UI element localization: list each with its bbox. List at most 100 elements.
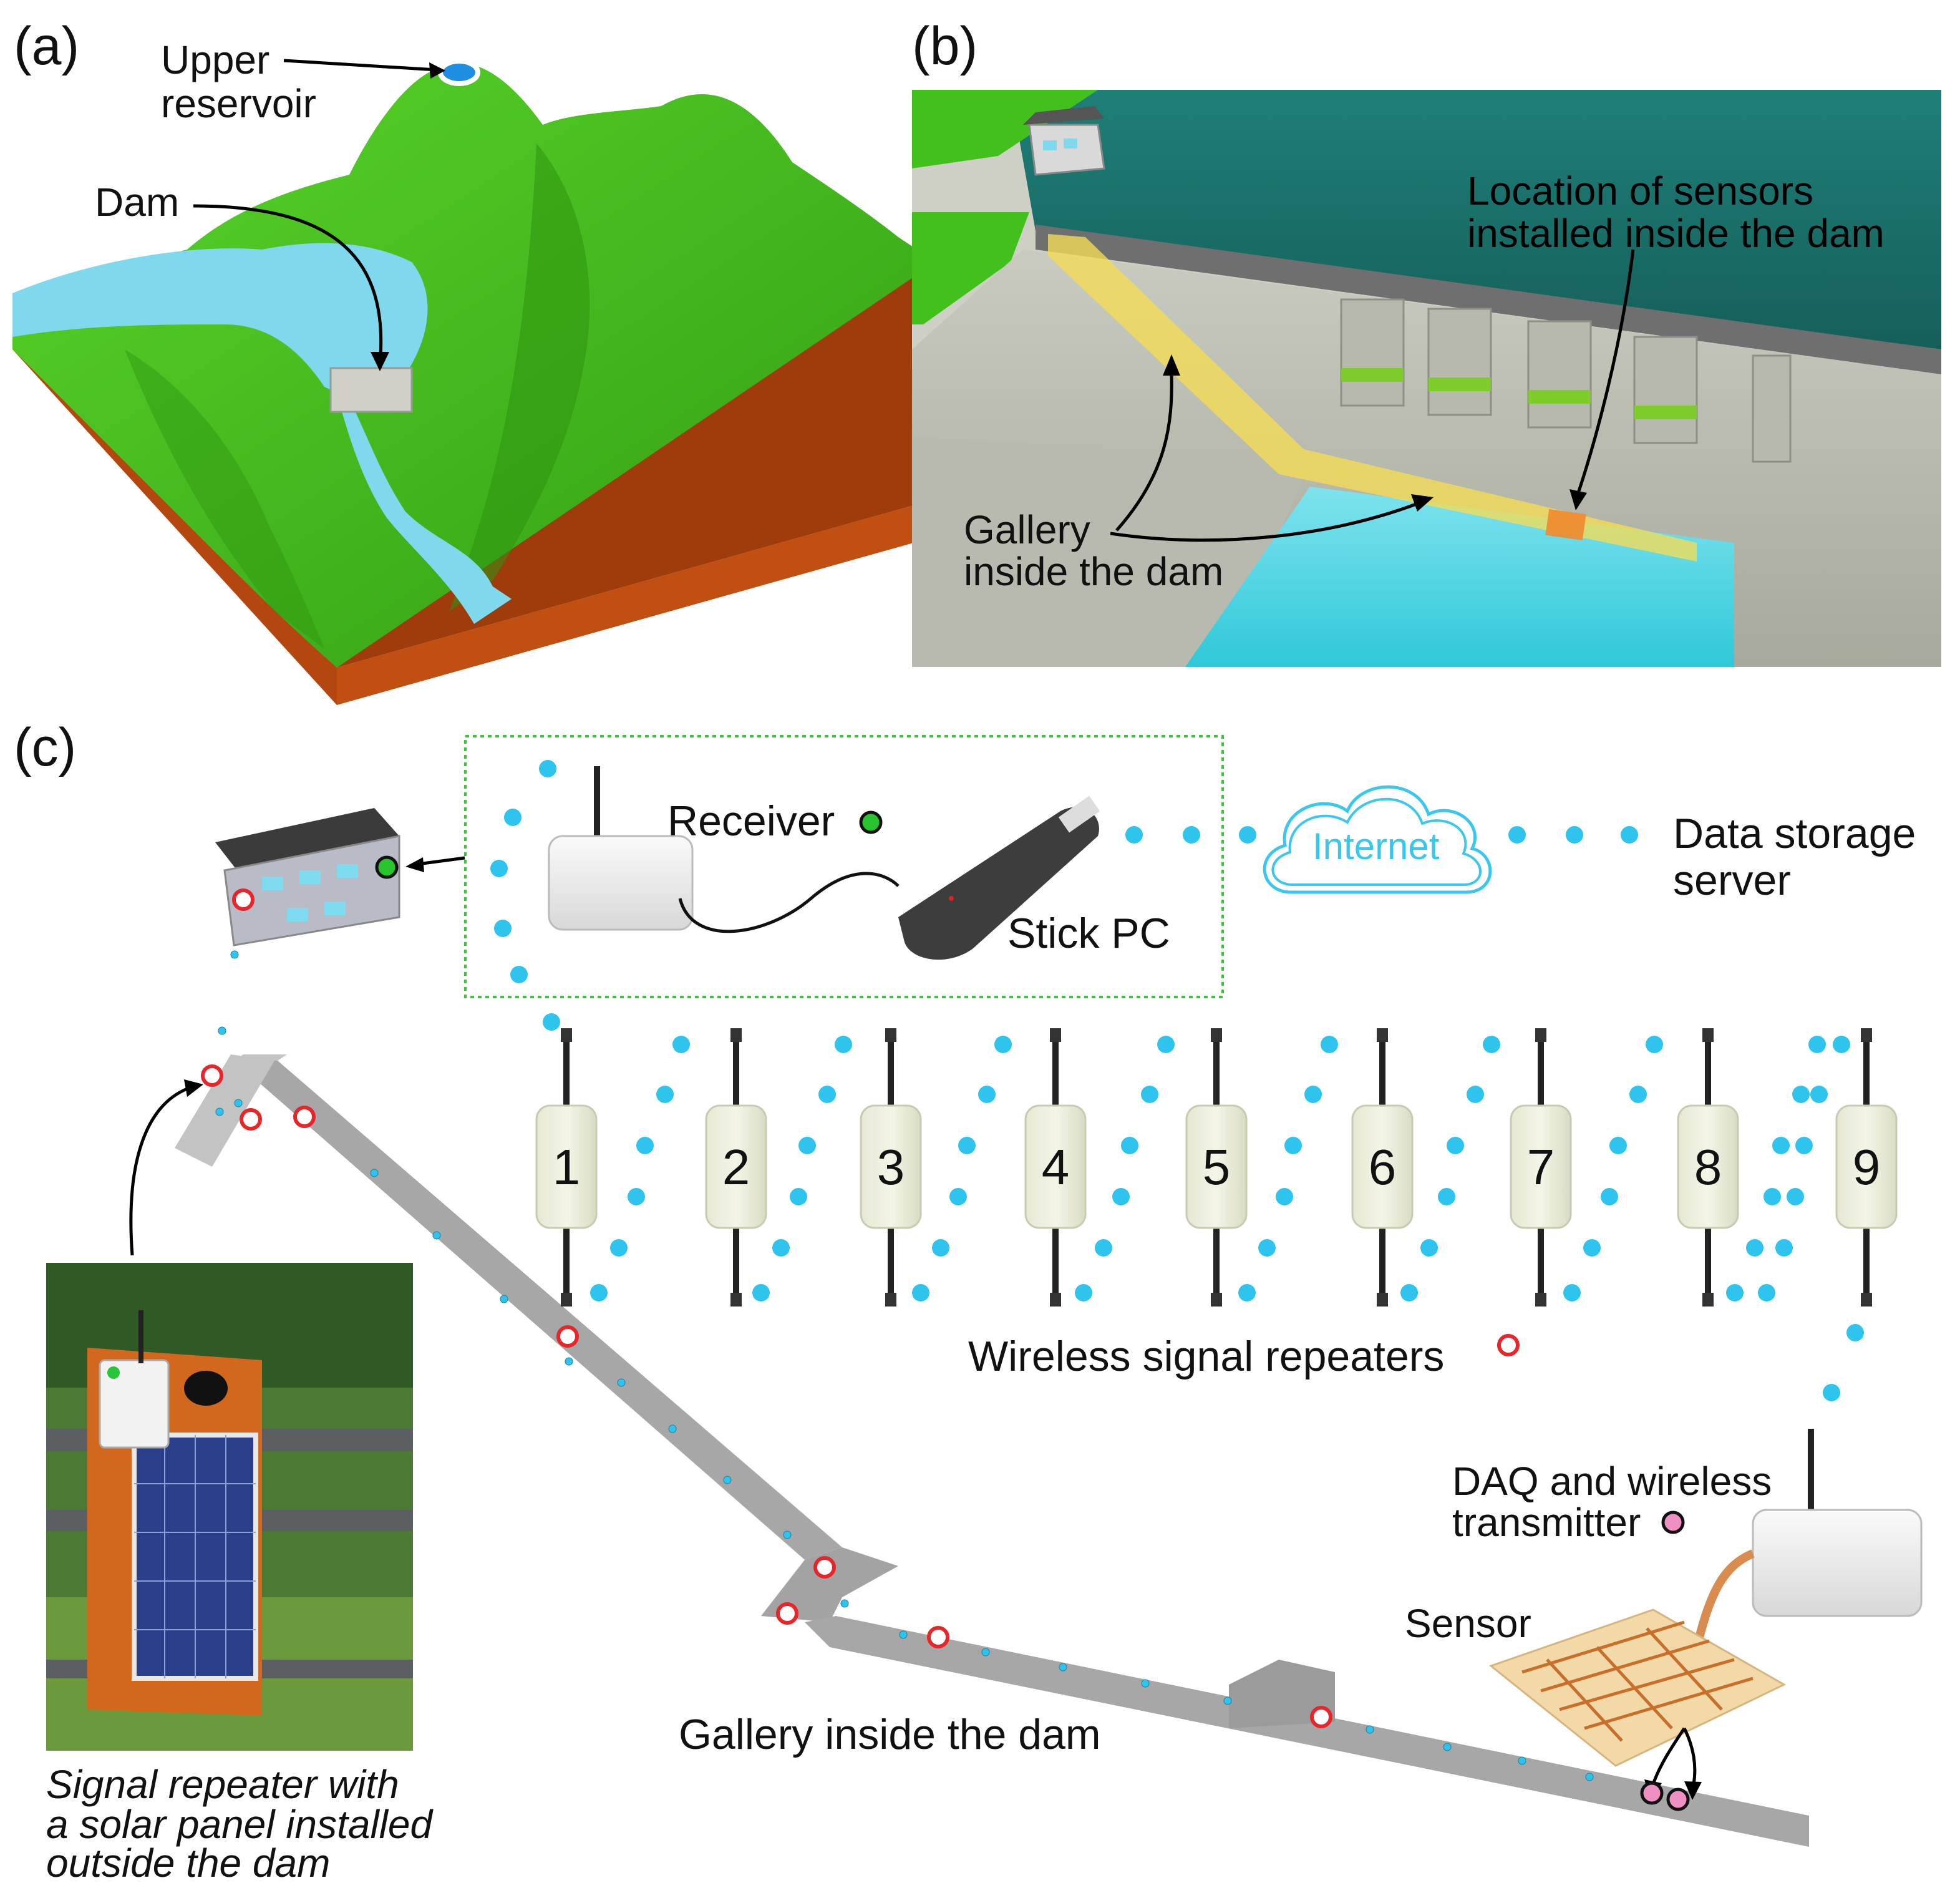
signal-dot-small — [370, 1169, 379, 1177]
signal-dot — [610, 1239, 628, 1257]
repeater-body — [705, 1104, 767, 1229]
sensors-arrow — [1576, 249, 1635, 494]
signal-dot — [818, 1086, 836, 1103]
signal-dot-small — [899, 1630, 908, 1639]
building-receiver-marker-icon — [375, 855, 399, 879]
signal-dot — [1447, 1137, 1464, 1154]
signal-dot-small — [1518, 1756, 1526, 1765]
mountain-shading — [449, 144, 590, 611]
signal-dot — [978, 1086, 996, 1103]
signal-dot-small — [783, 1530, 792, 1539]
repeater-antenna-top — [1379, 1036, 1385, 1112]
repeater-unit: 2 — [705, 1028, 767, 1307]
repeater-marker-icon — [232, 888, 255, 911]
signal-dot — [1566, 826, 1583, 844]
signal-dot-small — [234, 1099, 243, 1107]
panel-b-tag: (b) — [912, 16, 978, 76]
pier-band-2 — [1429, 377, 1491, 391]
signal-dot — [932, 1239, 949, 1257]
signal-dot — [752, 1284, 770, 1302]
house-roof — [1023, 106, 1104, 125]
photo-to-gallery-arrow — [129, 1087, 188, 1256]
repeater-marker-icon — [927, 1626, 949, 1648]
wireless-repeaters-label: Wireless signal repeaters — [968, 1333, 1445, 1380]
signal-dot-small — [432, 1231, 441, 1240]
reservoir-surface — [1011, 90, 1941, 349]
signal-dot — [504, 809, 522, 826]
gallery-lower — [805, 1616, 1809, 1847]
signal-dot — [1563, 1284, 1581, 1302]
repeater-body — [535, 1104, 598, 1229]
photo-gps-puck — [184, 1371, 228, 1406]
house-window-2 — [1064, 139, 1077, 148]
upper-reservoir-label-line2: reservoir — [161, 81, 316, 126]
signal-dot-small — [1366, 1725, 1374, 1734]
repeater-antenna-bottom — [1705, 1223, 1711, 1299]
repeater-legend-marker-icon — [1497, 1334, 1520, 1356]
signal-dot — [1846, 1324, 1864, 1341]
signal-dot — [1746, 1239, 1764, 1257]
gallery-slope — [234, 1061, 842, 1560]
repeater-antenna-cap — [1861, 1028, 1872, 1042]
photo-solar-grid — [134, 1435, 256, 1678]
repeater-antenna-top — [1213, 1036, 1220, 1112]
terrain-mountains — [12, 63, 936, 668]
signal-dot — [1321, 1036, 1338, 1053]
repeater-antenna-cap — [1377, 1293, 1388, 1307]
receiver-legend-marker-icon — [859, 810, 883, 834]
repeater-body — [1510, 1104, 1572, 1229]
signal-dot — [1833, 1036, 1850, 1053]
repeater-antenna-cap — [730, 1028, 742, 1042]
signal-dot-small — [215, 1107, 224, 1116]
repeater-number: 5 — [1203, 1139, 1231, 1195]
gallery-chamber — [1229, 1660, 1335, 1728]
gallery-lower-left-pad — [761, 1547, 898, 1622]
repeater-antenna-top — [563, 1036, 570, 1112]
repeater-antenna-cap — [1050, 1028, 1061, 1042]
photo-caption-line3: outside the dam — [46, 1841, 331, 1886]
photo-to-gallery-arrowhead — [184, 1079, 203, 1097]
photo-caption-line1: Signal repeater with — [46, 1762, 399, 1807]
upper-reservoir-arrowhead — [429, 62, 445, 79]
photo-caption-line2: a solar panel installed — [46, 1802, 433, 1847]
pier-band-4 — [1634, 406, 1697, 419]
repeater-antenna-top — [733, 1036, 739, 1112]
pier-5 — [1752, 354, 1792, 463]
signal-dot — [1795, 1137, 1813, 1154]
repeater-antenna-top — [1863, 1036, 1870, 1112]
daq-transmitter-label-line2: transmitter — [1452, 1500, 1641, 1545]
repeater-antenna-bottom — [1052, 1223, 1059, 1299]
repeater-unit: 6 — [1351, 1028, 1414, 1307]
terrain-illustration — [12, 59, 936, 705]
reservoir-water — [12, 243, 428, 396]
signal-dot — [1075, 1284, 1092, 1302]
dam-arrow — [193, 204, 383, 356]
signal-dot — [1583, 1239, 1601, 1257]
signal-dot — [628, 1188, 645, 1205]
house-window-1 — [1043, 140, 1057, 150]
repeater-body — [1024, 1104, 1087, 1229]
data-storage-server-label-line1: Data storage — [1673, 810, 1916, 857]
repeater-antenna-cap — [885, 1293, 896, 1307]
repeater-number: 3 — [877, 1139, 905, 1195]
pier-4 — [1633, 336, 1698, 444]
repeater-number: 2 — [722, 1139, 750, 1195]
signal-dot — [1238, 1284, 1256, 1302]
pier-3 — [1527, 320, 1592, 429]
gallery-arrow-upper — [1115, 374, 1173, 532]
repeater-antenna-cap — [1377, 1028, 1388, 1042]
building-window-3 — [337, 864, 358, 878]
repeater-antenna-bottom — [1538, 1223, 1544, 1299]
signal-dot-small — [1585, 1773, 1594, 1781]
signal-dot — [958, 1137, 976, 1154]
signal-dot — [1121, 1137, 1138, 1154]
signal-dot-small — [1141, 1679, 1150, 1688]
internet-label: Internet — [1312, 825, 1440, 867]
repeater-antenna-cap — [1861, 1293, 1872, 1307]
daq-box — [1752, 1509, 1923, 1617]
signal-dot — [1095, 1239, 1112, 1257]
signal-dot — [1141, 1086, 1158, 1103]
terrain-soil-front — [337, 499, 936, 705]
repeater-body — [1677, 1104, 1739, 1229]
photo-antenna — [138, 1310, 143, 1363]
